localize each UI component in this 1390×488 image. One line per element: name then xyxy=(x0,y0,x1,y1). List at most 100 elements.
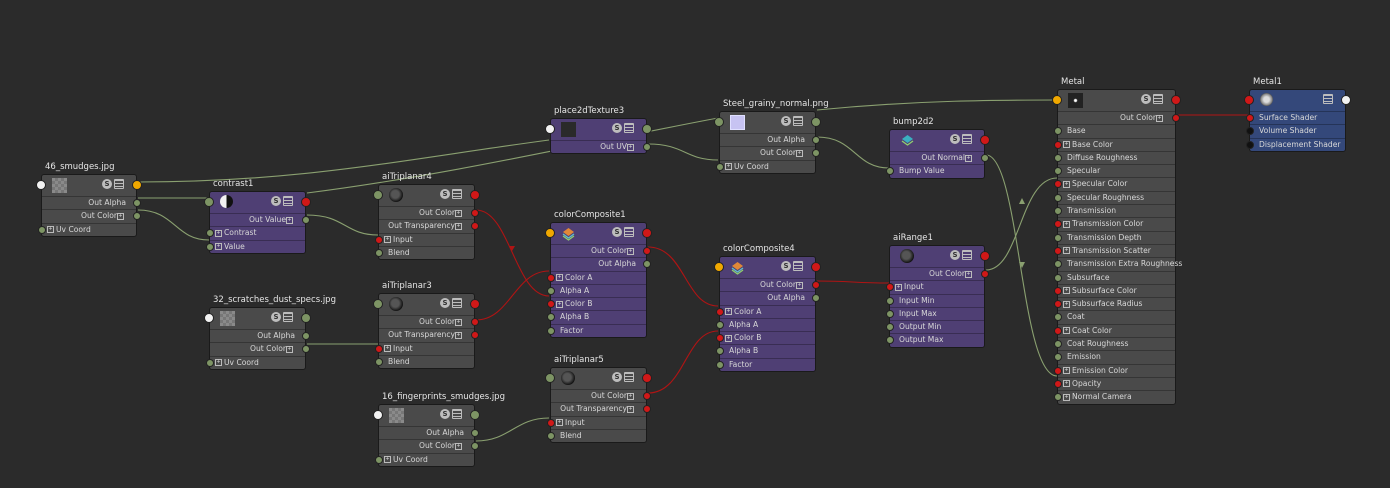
port-normal-camera[interactable] xyxy=(1054,393,1062,402)
port-out-alpha[interactable] xyxy=(812,136,820,144)
port-input[interactable] xyxy=(375,344,383,353)
list-icon[interactable] xyxy=(452,189,462,199)
header-output-port[interactable] xyxy=(301,197,311,207)
port-output-min[interactable] xyxy=(886,323,894,332)
expand-icon[interactable]: + xyxy=(215,243,222,251)
expand-icon[interactable]: + xyxy=(1063,287,1070,295)
header-input-port[interactable] xyxy=(373,410,383,420)
port-volume-shader[interactable] xyxy=(1246,127,1254,136)
port-input[interactable] xyxy=(547,418,555,427)
port-blend[interactable] xyxy=(375,248,383,257)
port-specular[interactable] xyxy=(1054,167,1062,176)
header-input-port[interactable] xyxy=(1244,95,1254,105)
expand-icon[interactable]: + xyxy=(1063,220,1070,228)
expand-icon[interactable]: + xyxy=(556,300,563,308)
port-factor[interactable] xyxy=(547,326,555,335)
port-bump-value[interactable] xyxy=(886,167,894,176)
port-base[interactable] xyxy=(1054,127,1062,136)
header-input-port[interactable] xyxy=(545,373,555,383)
port-displacement-shader[interactable] xyxy=(1246,140,1254,149)
expand-icon[interactable]: + xyxy=(117,212,124,220)
port-uv-coord[interactable] xyxy=(206,358,214,367)
expand-icon[interactable]: + xyxy=(556,419,563,427)
list-icon[interactable] xyxy=(793,116,803,126)
port-emission[interactable] xyxy=(1054,353,1062,362)
expand-icon[interactable]: + xyxy=(965,270,972,278)
expand-icon[interactable]: + xyxy=(384,456,391,464)
port-out-color[interactable] xyxy=(133,212,141,221)
expand-icon[interactable]: + xyxy=(384,345,391,353)
header-output-port[interactable] xyxy=(811,117,821,127)
expand-icon[interactable]: + xyxy=(455,222,462,230)
s-icon[interactable]: S xyxy=(1141,94,1151,104)
expand-icon[interactable]: + xyxy=(725,334,732,342)
port-uv-coord[interactable] xyxy=(375,455,383,464)
expand-icon[interactable]: + xyxy=(455,209,462,217)
header-output-port[interactable] xyxy=(980,251,990,261)
port-contrast[interactable] xyxy=(206,229,214,238)
port-transmission[interactable] xyxy=(1054,207,1062,216)
s-icon[interactable]: S xyxy=(781,261,791,271)
port-out-alpha[interactable] xyxy=(302,332,310,340)
s-icon[interactable]: S xyxy=(102,179,112,189)
header-input-port[interactable] xyxy=(714,262,724,272)
port-specular-color[interactable] xyxy=(1054,180,1062,189)
s-icon[interactable]: S xyxy=(440,298,450,308)
list-icon[interactable] xyxy=(283,312,293,322)
port-out-alpha[interactable] xyxy=(133,199,141,207)
header-input-port[interactable] xyxy=(1052,95,1062,105)
node-colorcomposite4[interactable]: colorComposite4 S Out Color+ Out Alpha +… xyxy=(714,244,821,373)
expand-icon[interactable]: + xyxy=(1063,180,1070,188)
port-output-max[interactable] xyxy=(886,336,894,345)
list-icon[interactable] xyxy=(624,227,634,237)
port-out-alpha[interactable] xyxy=(643,260,651,269)
expand-icon[interactable]: + xyxy=(47,226,54,234)
header-output-port[interactable] xyxy=(1341,95,1351,105)
port-diffuse-roughness[interactable] xyxy=(1054,153,1062,162)
port-out-color[interactable] xyxy=(471,442,479,451)
port-input-max[interactable] xyxy=(886,309,894,318)
port-transmission-color[interactable] xyxy=(1054,220,1062,229)
list-icon[interactable] xyxy=(962,250,972,260)
expand-icon[interactable]: + xyxy=(627,247,634,255)
list-icon[interactable] xyxy=(624,372,634,382)
expand-icon[interactable]: + xyxy=(1063,327,1070,335)
s-icon[interactable]: S xyxy=(950,134,960,144)
port-out-color[interactable] xyxy=(643,392,651,400)
expand-icon[interactable]: + xyxy=(215,229,222,237)
port-out-color[interactable] xyxy=(812,281,820,289)
port-color-a[interactable] xyxy=(547,273,555,282)
header-input-port[interactable] xyxy=(373,190,383,200)
node-airange1[interactable]: aiRange1 S Out Color+ +Input Input Min I… xyxy=(886,233,990,348)
port-coat[interactable] xyxy=(1054,313,1062,322)
list-icon[interactable] xyxy=(452,298,462,308)
header-output-port[interactable] xyxy=(132,180,142,190)
header-output-port[interactable] xyxy=(1171,95,1181,105)
port-out-normal[interactable] xyxy=(981,154,989,162)
port-subsurface-radius[interactable] xyxy=(1054,300,1062,309)
port-alpha-b[interactable] xyxy=(547,313,555,322)
node-place2dtexture3[interactable]: place2dTexture3 S Out UV+ xyxy=(545,106,652,155)
port-out-alpha[interactable] xyxy=(812,294,820,303)
list-icon[interactable] xyxy=(452,409,462,419)
port-input-min[interactable] xyxy=(886,296,894,305)
expand-icon[interactable]: + xyxy=(455,318,462,326)
port-color-b[interactable] xyxy=(547,300,555,309)
s-icon[interactable]: S xyxy=(612,227,622,237)
port-out-transparency[interactable] xyxy=(471,331,479,340)
expand-icon[interactable]: + xyxy=(627,143,634,151)
header-output-port[interactable] xyxy=(470,410,480,420)
port-blend[interactable] xyxy=(547,431,555,440)
node-46-smudges[interactable]: 46_smudges.jpg S Out Alpha Out Color+ +U… xyxy=(36,162,142,237)
expand-icon[interactable]: + xyxy=(286,345,293,353)
node-aitriplanar3[interactable]: aiTriplanar3 S Out Color+ Out Transparen… xyxy=(373,281,480,370)
header-input-port[interactable] xyxy=(545,124,555,134)
list-icon[interactable] xyxy=(793,261,803,271)
header-output-port[interactable] xyxy=(642,228,652,238)
node-bump2d2[interactable]: bump2d2 S Out Normal+ Bump Value xyxy=(886,117,990,179)
expand-icon[interactable]: + xyxy=(556,274,563,282)
list-icon[interactable] xyxy=(114,179,124,189)
header-input-port[interactable] xyxy=(204,197,214,207)
node-aitriplanar4[interactable]: aiTriplanar4 S Out Color+ Out Transparen… xyxy=(373,172,480,261)
port-out-color[interactable] xyxy=(812,149,820,158)
